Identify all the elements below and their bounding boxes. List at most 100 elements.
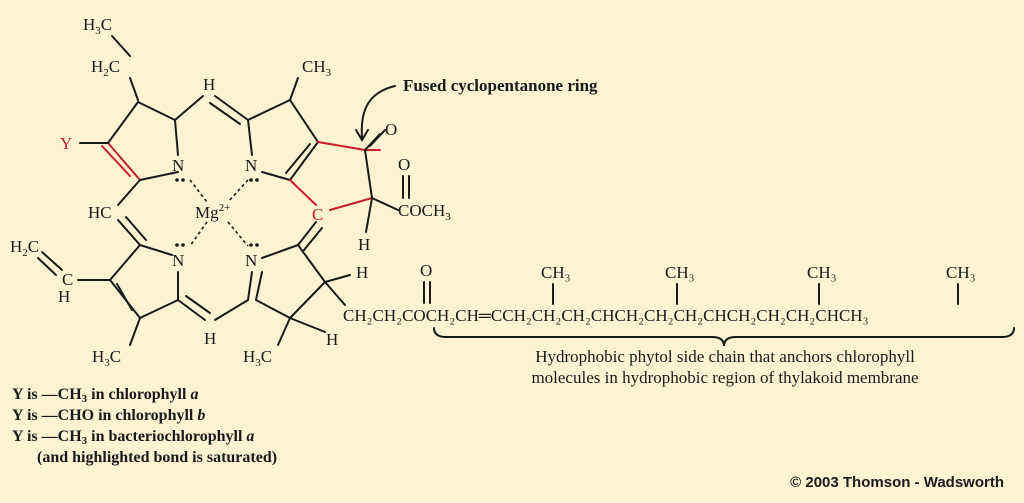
- bond-ethyl-2: [129, 77, 139, 101]
- phytol-chain: CH₂CH₂COCH₂CH═CCH₂CH₂CH₂CHCH₂CH₂CH₂CHCH₂…: [343, 306, 869, 325]
- atom-o-carbonyl: O: [420, 261, 432, 280]
- bond-ringA-red-double: [101, 145, 131, 177]
- bond-meso-top-2: [214, 95, 249, 121]
- atom-y: Y: [60, 134, 72, 153]
- bond-meso-left-1: [117, 179, 141, 206]
- bond-ringD-cb: [303, 227, 323, 251]
- bond-meso-top-2b: [209, 102, 241, 125]
- bond-co-b: [369, 129, 386, 147]
- callout-arrowhead: [355, 129, 369, 142]
- lone-pair-b1: [249, 178, 253, 182]
- bond-cp-3: [289, 179, 317, 206]
- methyl-4: CH₃: [946, 263, 976, 282]
- bond-meso-left-2: [117, 219, 141, 246]
- atom-h-meso-bot: H: [204, 329, 216, 348]
- lone-pair-b2: [255, 178, 259, 182]
- atom-c-vinyl: C: [62, 270, 73, 289]
- legend-line-3: Y is —CH3 in bacteriochlorophyll a: [12, 428, 255, 447]
- legend-line-2: Y is —CHO in chlorophyll b: [12, 407, 206, 424]
- atom-ch3-top: CH3: [302, 57, 332, 79]
- lone-pair-d2: [255, 243, 259, 247]
- lone-pair-c1: [175, 243, 179, 247]
- bond-cp-4: [329, 197, 373, 211]
- atom-o-ester: O: [398, 155, 410, 174]
- coord-c: [189, 221, 208, 247]
- bond-cp-1: [317, 141, 366, 151]
- bond-ringA-red: [107, 142, 141, 181]
- atom-h3c-br: H3C: [243, 347, 272, 369]
- bond-ringD-1: [247, 271, 253, 301]
- bond-meso-top-1: [174, 95, 204, 121]
- bond-ringC-4b: [116, 283, 133, 311]
- bond-ringD-5: [255, 299, 291, 319]
- bond-ringD-1b: [255, 271, 263, 301]
- lone-pair-a2: [181, 178, 185, 182]
- atom-mg: Mg2+: [195, 202, 230, 222]
- methyl-3: CH₃: [807, 263, 837, 282]
- phytol-brace: [433, 327, 1015, 347]
- bond-h-cp: [365, 197, 373, 233]
- bond-cp-5: [364, 149, 373, 199]
- lone-pair-c2: [181, 243, 185, 247]
- bond-ringD-3: [297, 244, 326, 283]
- bond-ringD-2: [261, 244, 299, 259]
- phytol-description-line-1: Hydrophobic phytol side chain that ancho…: [535, 347, 915, 366]
- bond-meso-left-2b: [125, 216, 147, 241]
- atom-h2c-vinyl: H2C: [10, 237, 39, 259]
- atom-n-d: N: [245, 251, 257, 270]
- bond-ringA-1: [137, 101, 176, 121]
- bond-ringB-3b: [285, 143, 311, 174]
- legend-line-4: (and highlighted bond is saturated): [37, 449, 278, 466]
- atom-c-red: C: [312, 205, 323, 224]
- atom-h3c-bl: H3C: [92, 347, 121, 369]
- y-legend: Y is —CH3 in chlorophyll a Y is —CHO in …: [12, 384, 277, 468]
- bond-ringB-4: [261, 171, 291, 181]
- lone-pair-a1: [175, 178, 179, 182]
- bond-ringB-3: [289, 141, 319, 181]
- atom-h-vinyl: H: [58, 287, 70, 306]
- bond-ch3-br: [277, 317, 291, 346]
- atom-h-cp: H: [358, 235, 370, 254]
- atom-n-a: N: [172, 156, 184, 175]
- bond-ringA-2: [174, 119, 179, 156]
- coord-d: [227, 221, 249, 247]
- bond-ringA-4: [107, 101, 139, 144]
- legend-line-1: Y is —CH3 in chlorophyll a: [12, 386, 199, 405]
- bond-ethyl-1: [111, 35, 131, 57]
- bond-ringC-3: [139, 299, 179, 319]
- phytol-description: Hydrophobic phytol side chain that ancho…: [440, 346, 1010, 388]
- bond-ringB-2: [289, 99, 319, 143]
- callout-arrow: [360, 85, 396, 139]
- coord-a: [189, 179, 208, 203]
- bond-h-d: [324, 274, 351, 283]
- bond-meso-bot-1: [177, 299, 206, 321]
- bond-ringC-5: [109, 244, 141, 281]
- bond-vinyl-2: [41, 251, 63, 271]
- methyl-2: CH₃: [665, 263, 695, 282]
- bond-ringB-1: [247, 99, 291, 121]
- bond-ringB-5: [247, 119, 253, 156]
- atom-h2c-top: H2C: [91, 57, 120, 79]
- bond-ch3-top: [289, 77, 299, 101]
- atom-h-d: H: [356, 263, 368, 282]
- atom-h3c-top: H3C: [83, 15, 112, 37]
- atom-h-d2: H: [326, 330, 338, 349]
- bond-ringC-1: [139, 244, 173, 256]
- bond-meso-bot-2: [214, 299, 249, 321]
- bond-ch3-bl: [129, 317, 141, 346]
- atom-hc-left: HC: [88, 203, 112, 222]
- phytol-description-line-2: molecules in hydrophobic region of thyla…: [531, 368, 919, 387]
- atom-n-c: N: [172, 251, 184, 270]
- methyl-1: CH₃: [541, 263, 571, 282]
- atom-n-b: N: [245, 156, 257, 175]
- bond-vinyl-2b: [37, 257, 57, 276]
- atom-o-ketone: O: [385, 120, 397, 139]
- bond-h-d2: [289, 317, 326, 333]
- bond-ringA-3: [139, 171, 179, 181]
- callout-label: Fused cyclopentanone ring: [403, 76, 598, 95]
- lone-pair-d1: [249, 243, 253, 247]
- atom-h-meso-top: H: [203, 75, 215, 94]
- bond-ringD-c: [297, 221, 317, 246]
